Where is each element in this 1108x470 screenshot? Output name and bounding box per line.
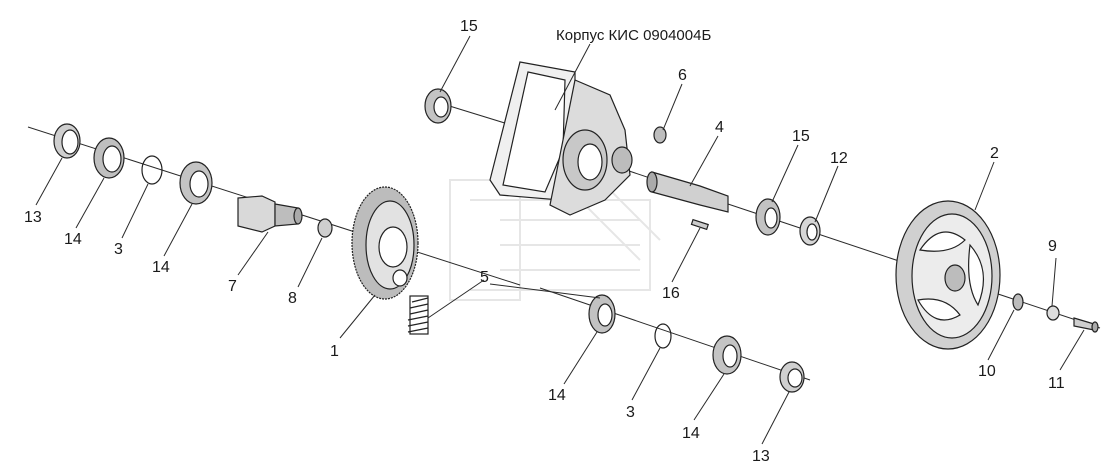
label-3-left: 3	[114, 241, 123, 258]
part-seal-13-lower	[779, 361, 805, 393]
label-14-second: 14	[152, 259, 170, 276]
label-1: 1	[330, 343, 339, 360]
part-bearing-15-right	[755, 198, 781, 236]
part-ring-3-lower	[654, 323, 672, 349]
part-seal-13-left	[53, 123, 81, 159]
part-bearing-14-second	[179, 161, 213, 205]
part-shaft-7	[237, 195, 303, 233]
label-5: 5	[480, 269, 489, 286]
label-13-left: 13	[24, 209, 42, 226]
lower-shaft-axis	[539, 287, 811, 381]
housing-body	[489, 61, 633, 216]
label-13-lower: 13	[752, 448, 770, 465]
label-14-lower-second: 14	[682, 425, 700, 442]
label-2: 2	[990, 145, 999, 162]
part-bushing-8	[317, 218, 333, 238]
part-spring-5	[407, 295, 429, 335]
part-bearing-14-lower-second	[712, 335, 742, 375]
label-14-lower: 14	[548, 387, 566, 404]
part-bolt-11	[1073, 317, 1099, 333]
part-pin-16	[690, 218, 709, 231]
part-bearing-14-lower	[588, 294, 616, 334]
label-16: 16	[662, 285, 680, 302]
label-6: 6	[678, 67, 687, 84]
label-11: 11	[1048, 375, 1065, 392]
label-8: 8	[288, 290, 297, 307]
part-ring-3-left	[141, 155, 163, 185]
part-labels: Корпус КИС 0904004Б 15 6 4 15 12 2 13 14…	[24, 18, 1065, 465]
leader-lines	[35, 35, 1085, 445]
part-bearing-14-left	[93, 137, 125, 179]
part-pulley-2	[895, 200, 1001, 350]
part-washer-10	[1012, 293, 1024, 311]
label-12: 12	[830, 150, 848, 167]
label-9: 9	[1048, 238, 1057, 255]
part-washer-9	[1046, 305, 1060, 321]
label-7: 7	[228, 278, 237, 295]
label-15-right: 15	[792, 128, 810, 145]
label-3-lower: 3	[626, 404, 635, 421]
part-shaft-4	[646, 171, 729, 213]
part-seal-15-upper	[424, 88, 452, 124]
part-gear-1	[351, 186, 419, 300]
part-ring-12	[799, 216, 821, 246]
label-4: 4	[715, 119, 724, 136]
label-15-upper: 15	[460, 18, 478, 35]
label-10: 10	[978, 363, 996, 380]
diagram-title: Корпус КИС 0904004Б	[556, 27, 711, 44]
part-ring-6	[653, 126, 667, 144]
label-14-first: 14	[64, 231, 82, 248]
